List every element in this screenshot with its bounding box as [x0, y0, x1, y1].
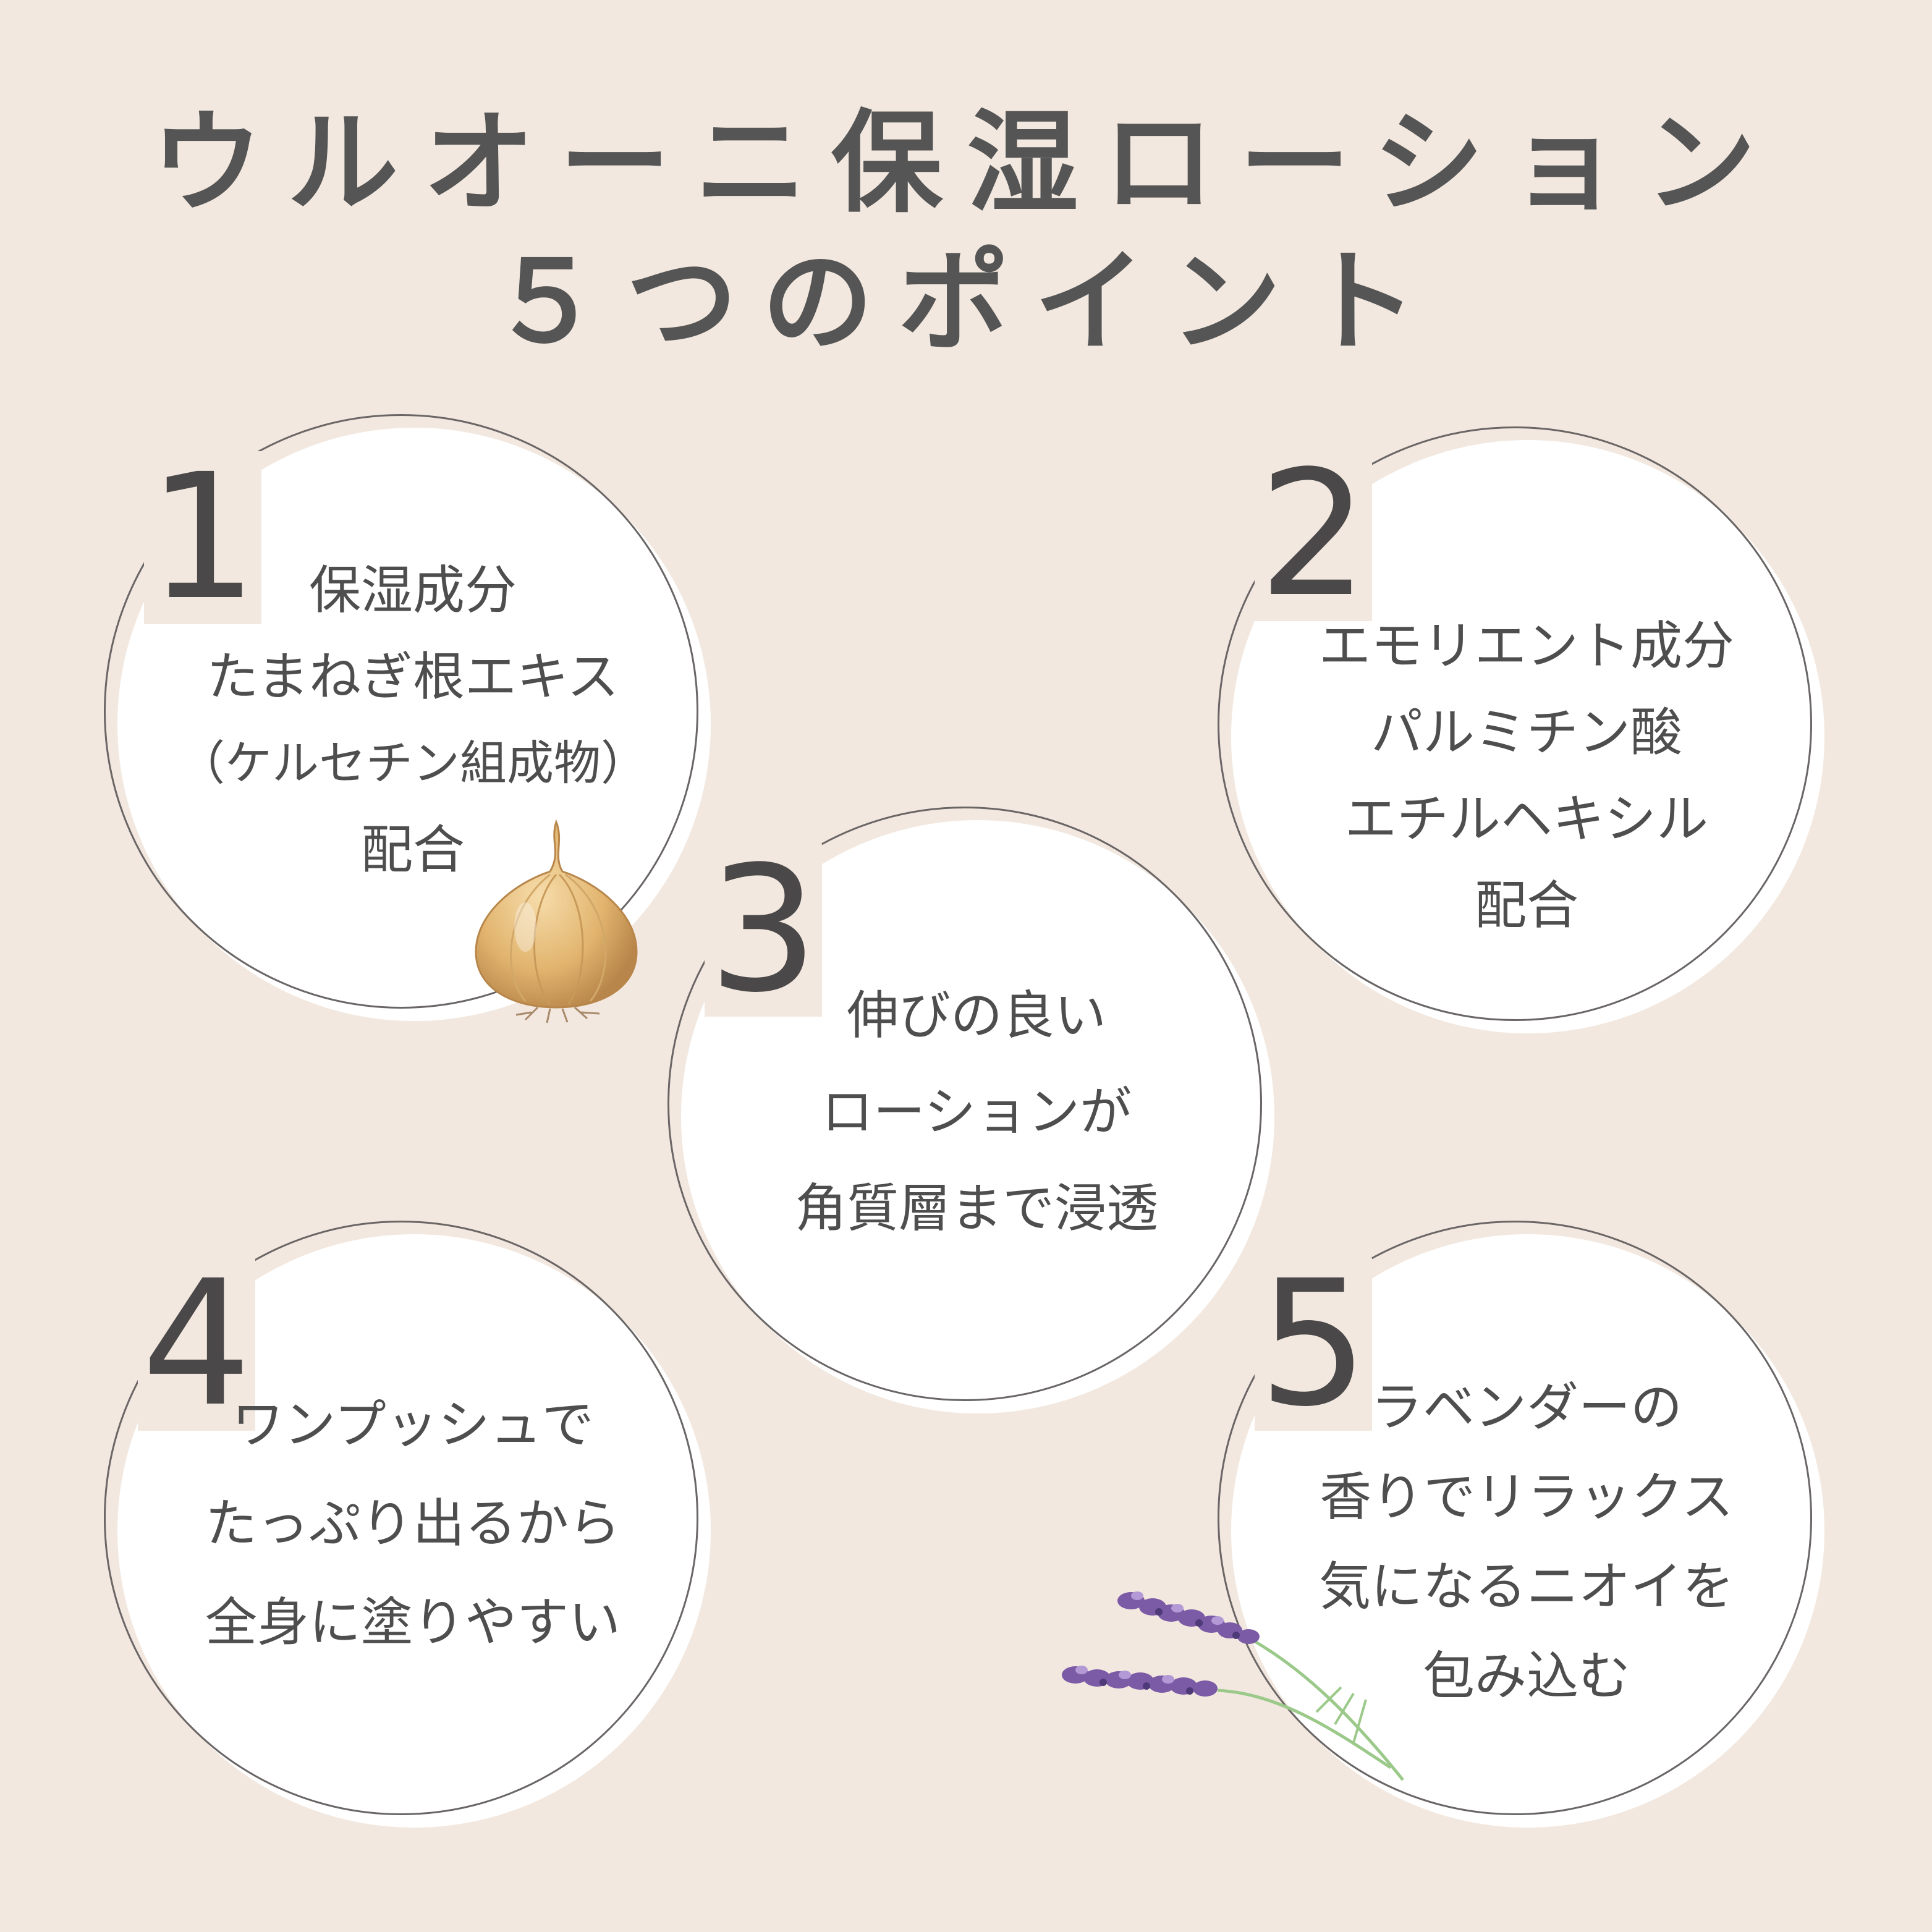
- point-number: 1: [144, 451, 262, 624]
- point-text: 保湿成分 たまねぎ根エキス （ケルセチン組成物） 配合: [129, 547, 697, 893]
- point-number: 3: [705, 844, 823, 1017]
- point-circle-outline: [1218, 1221, 1812, 1815]
- point-text-line: 香りでリラックス: [1320, 1467, 1734, 1527]
- point-circle-outline: [667, 807, 1262, 1401]
- point-number: 4: [138, 1258, 256, 1431]
- point-circle-outline: [104, 414, 698, 1009]
- point-number: 5: [1255, 1258, 1373, 1431]
- page-subtitle: ５つのポイント: [489, 238, 1442, 367]
- point-text-line: 配合: [1474, 875, 1578, 936]
- point-circle-outline: [1218, 426, 1812, 1021]
- point-2-card: 2 エモリエント成分 パルミチン酸 エチルヘキシル 配合: [1218, 426, 1824, 1033]
- lavender-sprig-icon: [1062, 1591, 1404, 1781]
- point-text-line: たっぷり出るから: [205, 1493, 621, 1554]
- point-text: ラベンダーの 香りでリラックス 気になるニオイを 包み込む: [1242, 1363, 1811, 1721]
- point-text-line: ワンプッシュで: [232, 1394, 594, 1455]
- point-text-line: たまねぎ根エキス: [206, 646, 619, 707]
- point-text-line: エチルヘキシル: [1344, 789, 1708, 849]
- point-text-line: 保湿成分: [308, 560, 517, 621]
- point-text-line: ローションが: [821, 1082, 1132, 1142]
- point-text-line: エモリエント成分: [1318, 616, 1734, 676]
- point-text-line: パルミチン酸: [1370, 702, 1682, 763]
- point-text-line: （ケルセチン組成物）: [178, 735, 648, 790]
- point-text-line: 気になるニオイを: [1318, 1556, 1734, 1617]
- point-text: 伸びの良い ローションが 角質層まで浸透: [692, 967, 1261, 1256]
- point-number: 2: [1255, 448, 1373, 621]
- point-3-card: 3 伸びの良い ローションが 角質層まで浸透: [667, 807, 1274, 1413]
- point-text-line: ラベンダーの: [1370, 1377, 1682, 1438]
- point-text-line: 伸びの良い: [846, 985, 1106, 1046]
- point-text: エモリエント成分 パルミチン酸 エチルヘキシル 配合: [1242, 603, 1811, 949]
- point-text-line: 角質層まで浸透: [794, 1178, 1158, 1239]
- point-text: ワンプッシュで たっぷり出るから 全身に塗りやすい: [129, 1375, 697, 1672]
- point-1-card: 1 保湿成分 たまねぎ根エキス （ケルセチン組成物） 配合: [104, 414, 711, 1021]
- page-title: ウルオーニ保湿ローション: [151, 99, 1781, 228]
- point-text-line: 全身に塗りやすい: [205, 1592, 621, 1653]
- onion-icon: [475, 819, 638, 1023]
- point-circle-outline: [104, 1221, 698, 1815]
- point-text-line: 包み込む: [1422, 1646, 1630, 1706]
- point-4-card: 4 ワンプッシュで たっぷり出るから 全身に塗りやすい: [104, 1221, 711, 1828]
- point-text-line: 配合: [360, 820, 465, 880]
